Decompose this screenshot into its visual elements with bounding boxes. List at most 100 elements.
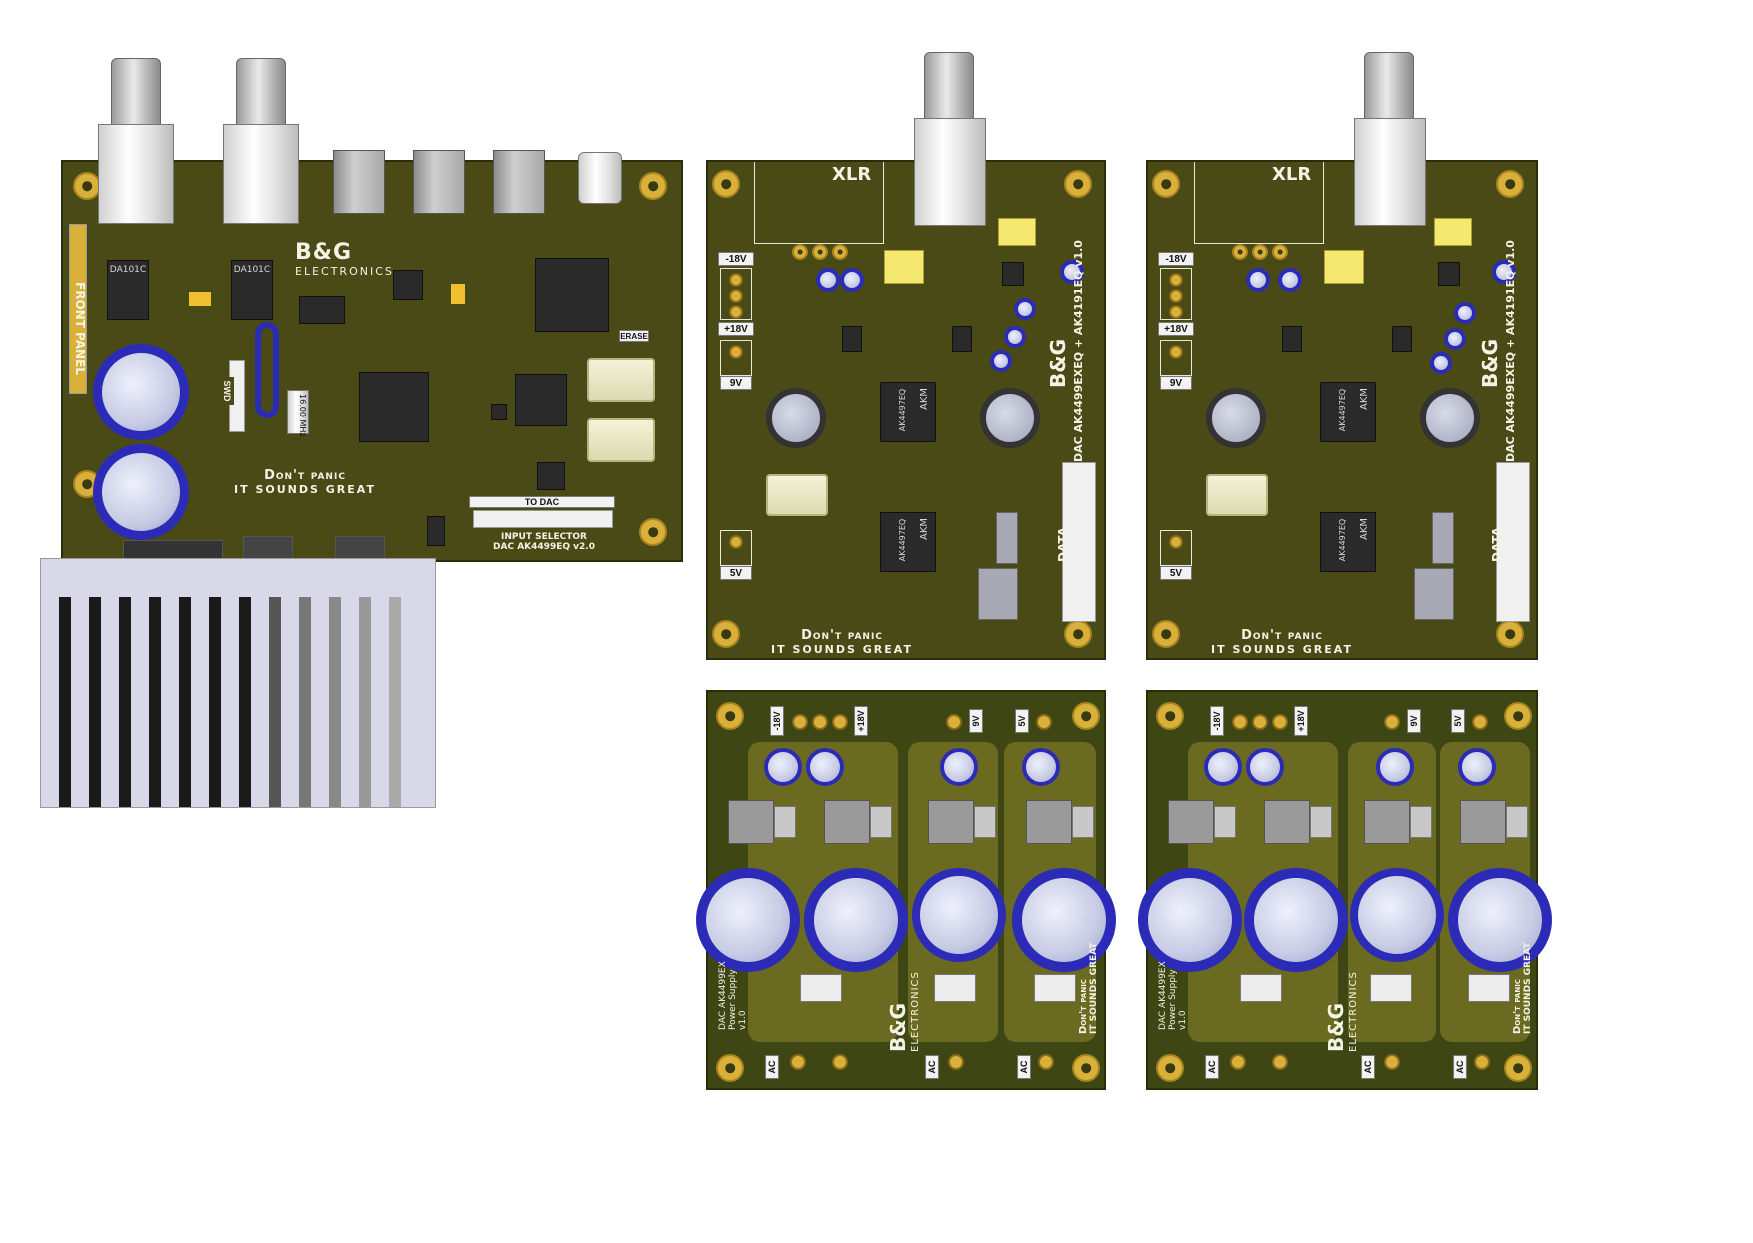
terminal-hole [1232,714,1248,730]
oscillator [587,418,655,462]
heatsink-fin [149,597,161,807]
oscillator [766,474,828,516]
mounting-hole [1064,620,1092,648]
brand-logo-top: B&G [1046,338,1070,388]
mounting-hole [639,172,667,200]
ic [1438,262,1460,286]
data-label: DATA [1056,527,1070,562]
mounting-hole [1156,702,1184,730]
terminal-hole [1036,714,1052,730]
psu-title: DAC AK4499EX Power Supply v1.0 [718,961,748,1030]
dac-board: XLR -18V +18V 9V 5V AKM AK4497EQ AKM AK4… [1146,160,1538,660]
data-connector [1062,462,1096,622]
slogan: Don't panic it sounds great [1192,628,1372,656]
brand-logo-top: B&G [1324,1002,1348,1052]
mounting-hole [1504,702,1532,730]
small-capacitor [1004,326,1026,348]
dac-chip-brand: AKM [1359,517,1371,541]
swd-label: SWD [220,377,234,405]
psu-title3: v1.0 [1178,1010,1188,1030]
slogan-line2: it sounds great [1211,643,1353,656]
xlr-pin [792,244,808,260]
relay [1434,218,1472,246]
input-board-title2: DAC AK4499EQ v2.0 [493,542,595,552]
heatsink-fin [359,597,371,807]
dac-chip-model: AK4497EQ [1338,388,1348,432]
bridge-rectifier [1370,974,1412,1002]
small-capacitor [764,748,802,786]
mounting-hole [639,518,667,546]
terminal-hole [792,714,808,730]
psu-title: DAC AK4499EX Power Supply v1.0 [1158,961,1188,1030]
smd-part [189,292,211,306]
terminal-hole [729,273,743,287]
dac-chip-brand: AKM [919,517,931,541]
small-capacitor [1060,260,1084,284]
usb-c-connector [578,152,622,204]
out-pos-label: +18V [854,706,868,736]
slogan-line1: Don't panic [1078,979,1089,1034]
power-terminal-5v [1160,530,1192,566]
xlr-label: XLR [832,164,872,185]
ic [299,296,345,324]
out-9v-label: 9V [1407,709,1421,733]
terminal-hole [1272,1054,1288,1070]
out-neg-label: -18V [770,706,784,736]
dac-title: DAC AK4499EXEQ + AK4191EQ v1.0 [1504,240,1517,462]
rail-neg-label: -18V [1158,252,1194,266]
regulator-tab [974,806,996,838]
brand-logo: B&G ELECTRONICS [1324,971,1359,1052]
bridge-rectifier [1034,974,1076,1002]
dac-chip-model: AK4497EQ [898,388,908,432]
power-terminal-9v [1160,340,1192,376]
mounting-hole [1072,702,1100,730]
isolator-ic [1414,568,1454,620]
regulator-tab [1310,806,1332,838]
terminal-hole [948,1054,964,1070]
isolator-ic [996,512,1018,564]
rail-neg-label: -18V [718,252,754,266]
ac-label: AC [765,1055,779,1079]
ic [535,258,609,332]
ac-label: AC [1017,1055,1031,1079]
electrolytic-capacitor [93,444,189,540]
ac-label: AC [1361,1055,1375,1079]
data-connector [1496,462,1530,622]
brand-logo-top: B&G [295,240,353,265]
terminal-hole [1384,714,1400,730]
crystal-label: 16.00 MHz [298,394,307,437]
slogan-line1: Don't panic [264,468,346,483]
mounting-hole [716,702,744,730]
voltage-regulator [243,536,293,560]
terminal-hole [729,289,743,303]
out-5v-label: 5V [1015,709,1029,733]
electrolytic-capacitor [766,388,826,448]
brand-logo-top: B&G [1478,338,1502,388]
relay [884,250,924,284]
ic [537,462,565,490]
slogan: Don't panic it sounds great [752,628,932,656]
small-capacitor [990,350,1012,372]
electrolytic-capacitor [1350,868,1444,962]
terminal-hole [1169,305,1183,319]
ic [952,326,972,352]
voltage-regulator [1364,800,1410,844]
dac-chip [880,512,936,572]
electrolytic-capacitor [912,868,1006,962]
terminal-hole [832,714,848,730]
ic [842,326,862,352]
voltage-regulator [1460,800,1506,844]
electrolytic-capacitor [1244,868,1348,972]
small-capacitor [1454,302,1476,324]
relay [998,218,1036,246]
ac-label: AC [925,1055,939,1079]
small-capacitor [1014,298,1036,320]
small-capacitor [1376,748,1414,786]
crystal [287,390,309,434]
input-board-title1: INPUT SELECTOR [501,532,587,542]
brand-logo: B&G [1046,339,1070,388]
brand-logo-bottom: ELECTRONICS [295,265,394,278]
heatsink-fin [389,597,401,807]
small-capacitor [1246,268,1270,292]
psu-title3: v1.0 [738,1010,748,1030]
